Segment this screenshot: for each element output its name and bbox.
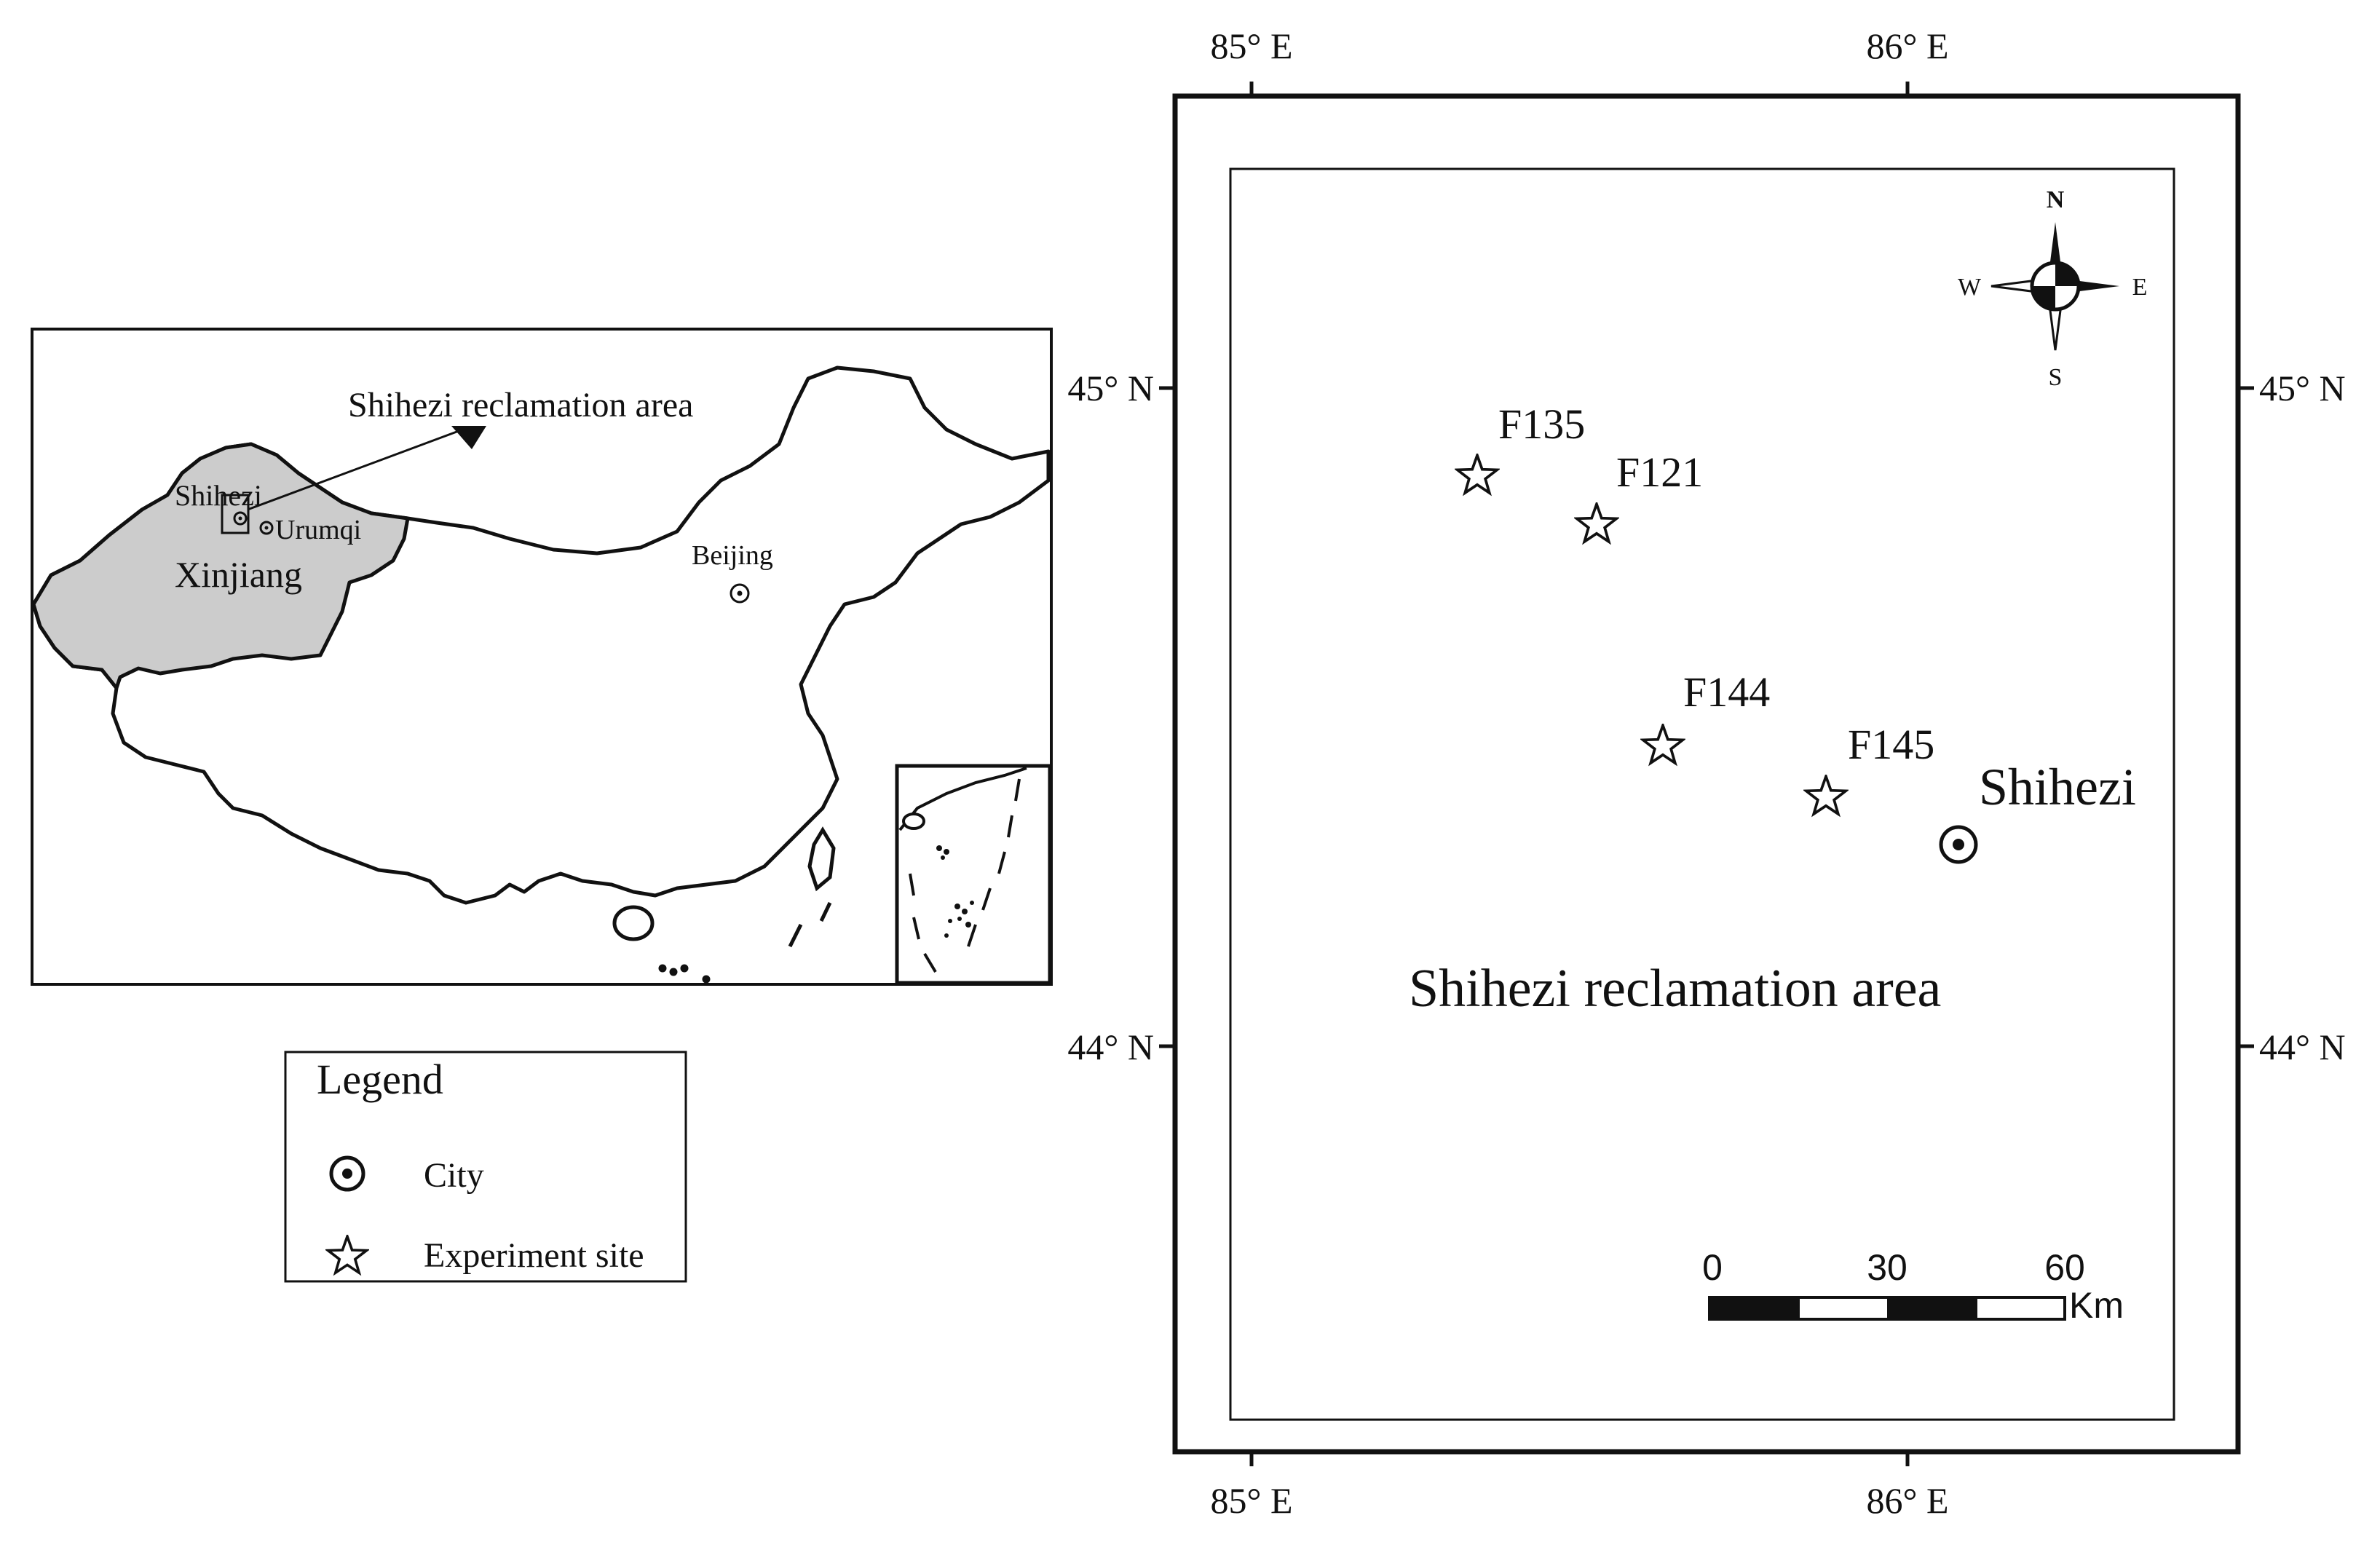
lon-label-top-86: 86° E xyxy=(1866,25,1948,66)
north-arrow-compass: N S E W xyxy=(1958,186,2147,391)
lon-label-bottom-86: 86° E xyxy=(1866,1480,1948,1521)
compass-n-label: N xyxy=(2047,186,2065,213)
graticule-ticks xyxy=(1159,82,2254,1466)
overview-map: Shihezi reclamation area Shihezi Urumqi … xyxy=(31,328,1053,986)
lon-label-top-85: 85° E xyxy=(1210,25,1292,66)
city-icon xyxy=(329,1155,365,1192)
compass-s-label: S xyxy=(2049,364,2063,391)
detail-map-inner-frame xyxy=(1229,167,2175,1421)
legend-item-experiment-site: Experiment site xyxy=(424,1236,644,1275)
shihezi-locator-box xyxy=(221,494,250,534)
site-label-f145: F145 xyxy=(1848,721,1934,768)
compass-e-label: E xyxy=(2132,274,2148,301)
city-label-urumqi: Urumqi xyxy=(275,515,361,545)
city-icon xyxy=(1939,825,1978,864)
lat-label-right-44: 44° N xyxy=(2259,1027,2346,1067)
scale-unit-label: Km xyxy=(2069,1285,2124,1326)
legend-title: Legend xyxy=(317,1056,443,1103)
legend: Legend City Experiment site xyxy=(284,1051,687,1283)
lat-label-right-45: 45° N xyxy=(2259,368,2346,408)
callout-arrow-icon xyxy=(451,426,486,449)
site-label-f144: F144 xyxy=(1683,668,1770,716)
detail-map: 85° E 86° E 85° E 86° E 45° N 44° N 45° … xyxy=(1067,25,2345,1521)
callout-line xyxy=(247,430,459,511)
scale-label-30: 30 xyxy=(1867,1247,1907,1288)
compass-w-label: W xyxy=(1958,274,1982,301)
region-label-xinjiang: Xinjiang xyxy=(175,554,302,595)
lat-label-left-44: 44° N xyxy=(1067,1027,1154,1067)
coastal-islands xyxy=(658,901,832,984)
site-label-f121: F121 xyxy=(1616,448,1703,496)
legend-item-city: City xyxy=(424,1156,484,1195)
xinjiang-region xyxy=(31,442,410,690)
city-label-beijing: Beijing xyxy=(692,540,773,571)
lat-label-left-45: 45° N xyxy=(1067,368,1154,408)
area-label: Shihezi reclamation area xyxy=(1409,959,1941,1019)
city-icon xyxy=(730,583,750,604)
legend-frame xyxy=(284,1051,687,1283)
south-china-sea-inset xyxy=(895,764,1052,985)
city-icon xyxy=(233,511,248,526)
scale-bar: 0 30 60 Km xyxy=(1702,1247,2124,1326)
lon-label-bottom-85: 85° E xyxy=(1210,1480,1292,1521)
scale-label-0: 0 xyxy=(1702,1247,1723,1288)
city-label-shihezi: Shihezi xyxy=(1979,758,2136,816)
taiwan-island xyxy=(807,826,836,892)
site-label-f135: F135 xyxy=(1498,400,1585,448)
hainan-island xyxy=(612,905,655,941)
overview-callout-label: Shihezi reclamation area xyxy=(348,386,693,424)
city-icon xyxy=(259,521,274,535)
city-label-shihezi-overview: Shihezi xyxy=(175,479,262,512)
scale-label-60: 60 xyxy=(2044,1247,2085,1288)
